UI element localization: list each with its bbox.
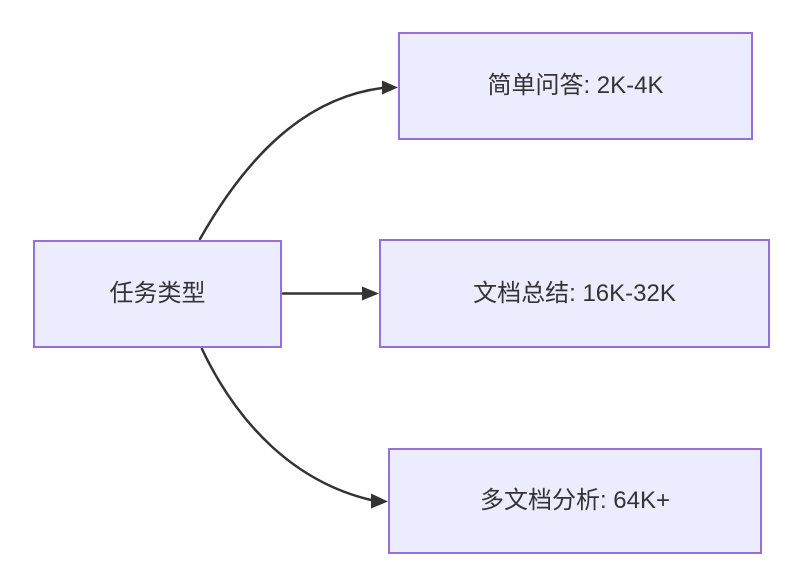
node-multidoc-analysis-label: 多文档分析: 64K+: [479, 487, 671, 514]
arrowhead-icon: [382, 80, 398, 95]
edge-curve-up: [198, 86, 384, 241]
edge-root-to-simple-qa: [198, 80, 398, 241]
node-simple-qa: 简单问答: 2K-4K: [398, 32, 753, 140]
node-multidoc-analysis: 多文档分析: 64K+: [388, 448, 762, 554]
edge-root-to-multidoc-analysis: [200, 347, 388, 509]
node-doc-summary-label: 文档总结: 16K-32K: [473, 279, 676, 307]
arrowhead-icon: [362, 286, 379, 301]
edge-curve-down: [200, 347, 373, 502]
node-simple-qa-label: 简单问答: 2K-4K: [487, 72, 664, 99]
node-task-type: 任务类型: [33, 240, 282, 348]
arrowhead-icon: [371, 493, 388, 509]
node-doc-summary: 文档总结: 16K-32K: [379, 239, 770, 348]
node-task-type-label: 任务类型: [109, 280, 206, 307]
edge-root-to-doc-summary: [281, 286, 379, 301]
